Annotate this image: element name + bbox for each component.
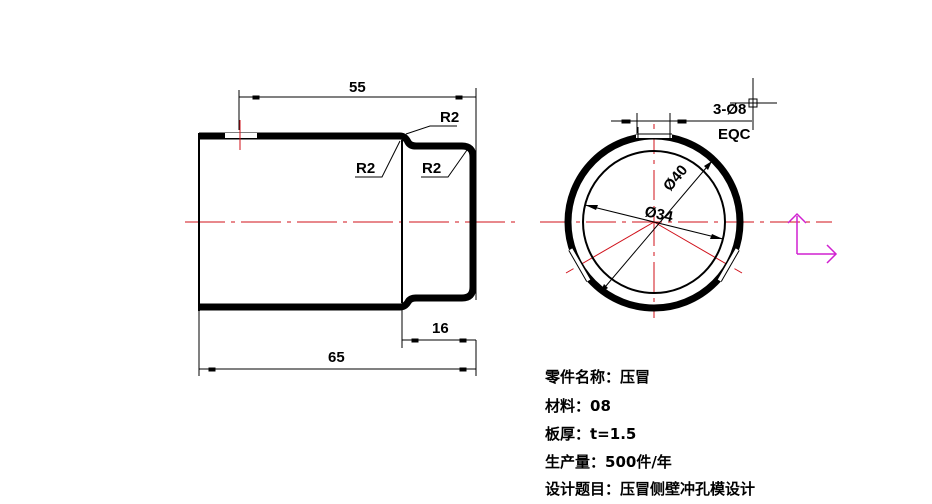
fillet-leaders (355, 125, 468, 178)
side-view: 55 R2 R2 R2 16 (185, 79, 520, 376)
spec-label: 零件名称： (545, 368, 621, 386)
spec-value: 压冒侧壁冲孔模设计 (620, 480, 756, 498)
fillet-r2-end: R2 (422, 160, 441, 177)
spec-part-name: 零件名称：压冒 (545, 366, 650, 387)
end-view: Ø40 Ø34 3-Ø8 EQC (540, 101, 832, 318)
spec-label: 设计题目： (545, 480, 621, 498)
spec-production: 生产量：500件/年 (545, 451, 672, 472)
spec-value: 08 (590, 397, 611, 415)
hole-width-dim (611, 113, 752, 133)
hole-eqc-text: EQC (718, 126, 751, 143)
dia40-text: Ø40 (660, 162, 691, 195)
inner-circle (582, 150, 726, 294)
dim-16 (401, 310, 476, 348)
dia34-leader (584, 204, 724, 240)
dim-65 (198, 311, 477, 376)
hole-callout-text: 3-Ø8 (713, 101, 746, 118)
dim-65-text: 65 (328, 349, 345, 366)
spec-material: 材料：08 (545, 395, 611, 416)
dim-55-text: 55 (349, 79, 366, 96)
fillet-r2-inner: R2 (356, 160, 375, 177)
dia40-leader (599, 160, 713, 294)
dim-55 (238, 88, 477, 300)
dim-16-text: 16 (432, 320, 449, 337)
spec-value: 500件/年 (605, 453, 672, 471)
dia34-text: Ø34 (643, 203, 675, 226)
crosshair-cursor (730, 78, 777, 130)
spec-label: 生产量： (545, 453, 606, 471)
hole-slot (225, 133, 257, 138)
part-outline (198, 132, 477, 311)
spec-value: t=1.5 (590, 425, 637, 443)
spec-thickness: 板厚：t=1.5 (545, 423, 636, 444)
spec-label: 板厚： (545, 425, 591, 443)
spec-design-title: 设计题目：压冒侧壁冲孔模设计 (545, 478, 755, 499)
ucs-axis-icon[interactable] (787, 212, 838, 264)
spec-value: 压冒 (620, 368, 651, 386)
fillet-r2-top: R2 (440, 109, 459, 126)
spec-label: 材料： (545, 397, 591, 415)
